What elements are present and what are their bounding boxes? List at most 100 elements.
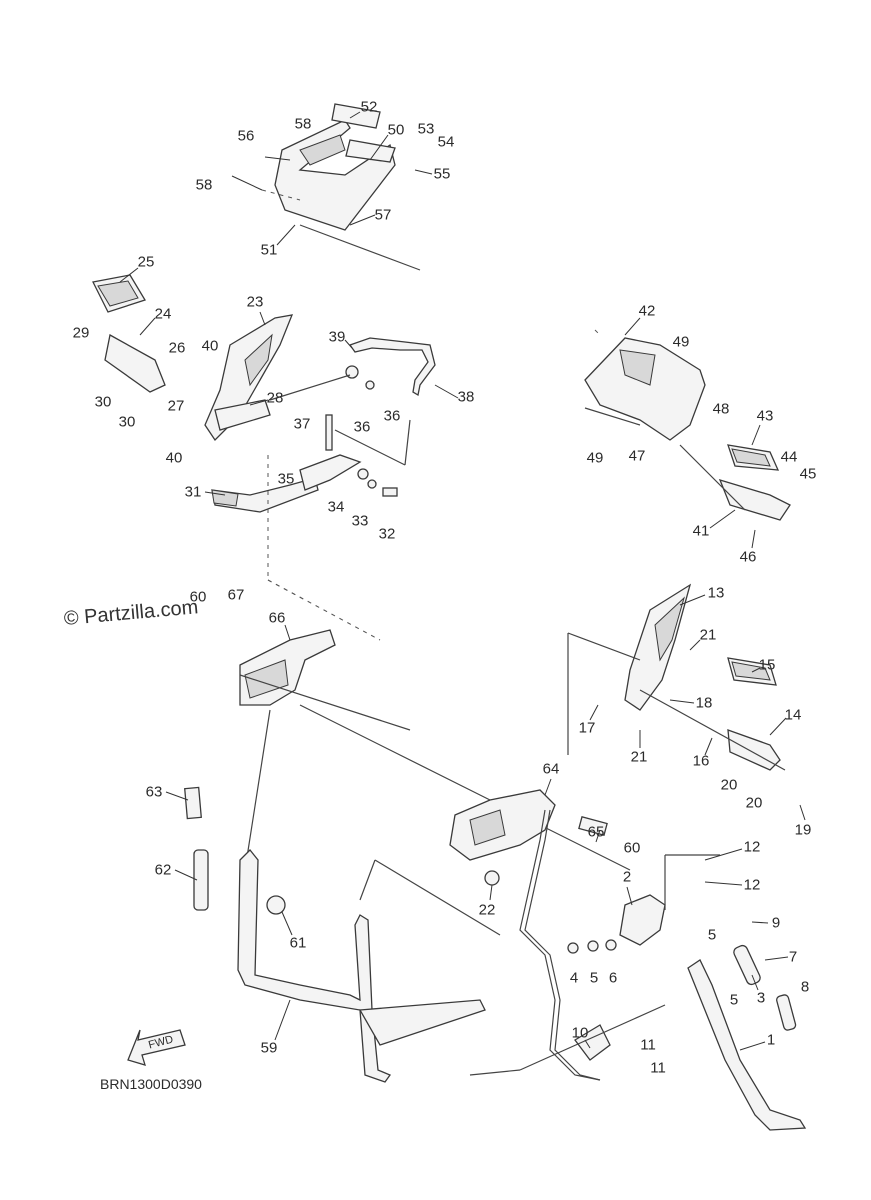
callout-36a: 36 [383, 407, 401, 425]
callout-17: 17 [578, 719, 596, 737]
leader-18 [669, 699, 695, 704]
callout-20a: 20 [720, 776, 738, 794]
callout-37: 37 [293, 415, 311, 433]
callout-50: 50 [387, 121, 405, 139]
leader-63 [165, 791, 189, 801]
leader-10 [584, 1039, 591, 1049]
stand-bracket [449, 789, 608, 886]
leader-3 [751, 974, 759, 991]
callout-1: 1 [766, 1031, 776, 1049]
callout-5b: 5 [589, 969, 599, 987]
callout-3: 3 [756, 989, 766, 1007]
callout-62: 62 [154, 861, 172, 879]
callout-26: 26 [168, 339, 186, 357]
leader-38 [434, 384, 459, 399]
callout-59: 59 [260, 1039, 278, 1057]
leader-19 [799, 804, 806, 821]
callout-54: 54 [437, 133, 455, 151]
callout-7: 7 [788, 948, 798, 966]
callout-2: 2 [622, 868, 632, 886]
callout-44: 44 [780, 448, 798, 466]
leader-7 [764, 956, 789, 961]
left-side-bracket [239, 629, 631, 871]
callout-61: 61 [289, 934, 307, 952]
callout-4: 4 [569, 969, 579, 987]
callout-46: 46 [739, 548, 757, 566]
diagram-code: BRN1300D0390 [100, 1076, 202, 1092]
leader-51 [276, 224, 296, 246]
callout-57: 57 [374, 206, 392, 224]
leader-17 [589, 704, 599, 721]
callout-11a: 11 [640, 1036, 656, 1054]
callout-29: 29 [72, 324, 90, 342]
leader-65 [595, 829, 601, 843]
leader-64 [544, 778, 552, 796]
leader-22 [489, 884, 493, 901]
callout-18: 18 [695, 694, 713, 712]
callout-10: 10 [571, 1024, 589, 1042]
rear-footrest-bracket-top [231, 103, 421, 271]
callout-60b: 60 [623, 839, 641, 857]
left-footrest-assembly [92, 274, 436, 641]
callout-49b: 49 [586, 449, 604, 467]
callout-34: 34 [327, 498, 345, 516]
callout-42: 42 [638, 302, 656, 320]
callout-9: 9 [771, 914, 781, 932]
side-stand [469, 809, 807, 1131]
callout-24: 24 [154, 305, 172, 323]
forward-arrow [127, 1029, 186, 1066]
leader-59 [274, 999, 291, 1041]
callout-21a: 21 [699, 626, 717, 644]
leader-31 [204, 491, 226, 496]
callout-55: 55 [433, 165, 451, 183]
callout-66: 66 [268, 609, 286, 627]
leader-43 [751, 424, 761, 446]
callout-27: 27 [167, 397, 185, 415]
callout-5a: 5 [707, 926, 717, 944]
leader-13 [679, 594, 706, 606]
callout-39: 39 [328, 328, 346, 346]
callout-23: 23 [246, 293, 264, 311]
callout-13: 13 [707, 584, 725, 602]
callout-53: 53 [417, 120, 435, 138]
callout-58a: 58 [294, 115, 312, 133]
callout-22: 22 [478, 901, 496, 919]
leader-25 [119, 267, 139, 283]
leader-21a [689, 639, 701, 651]
callout-33: 33 [351, 512, 369, 530]
leader-61 [281, 911, 293, 936]
leader-62 [174, 869, 198, 881]
callout-32: 32 [378, 525, 396, 543]
leader-24 [139, 317, 156, 336]
callout-48: 48 [712, 400, 730, 418]
main-stand [184, 786, 501, 1083]
callout-52: 52 [360, 98, 378, 116]
callout-60a: 60 [189, 588, 207, 606]
leader-9 [751, 921, 769, 924]
leader-14 [769, 717, 787, 736]
callout-14: 14 [784, 706, 802, 724]
callout-47: 47 [628, 447, 646, 465]
callout-41: 41 [692, 522, 710, 540]
callout-64: 64 [542, 760, 560, 778]
callout-11b: 11 [650, 1059, 666, 1077]
right-footrest-assembly [567, 583, 786, 771]
callout-6: 6 [608, 969, 618, 987]
callout-19: 19 [794, 821, 812, 839]
leader-15 [751, 667, 761, 673]
callout-49a: 49 [672, 333, 690, 351]
callout-25: 25 [137, 253, 155, 271]
callout-31: 31 [184, 483, 202, 501]
leader-28 [249, 399, 269, 406]
callout-38: 38 [457, 388, 475, 406]
callout-15: 15 [758, 656, 776, 674]
leader-57 [349, 214, 376, 226]
callout-51: 51 [260, 241, 278, 259]
callout-40b: 40 [165, 449, 183, 467]
leader-50 [369, 134, 389, 161]
right-passenger-footrest-assembly [584, 329, 791, 521]
leader-41 [709, 509, 736, 529]
callout-16: 16 [692, 752, 710, 770]
leader-1 [739, 1041, 766, 1051]
